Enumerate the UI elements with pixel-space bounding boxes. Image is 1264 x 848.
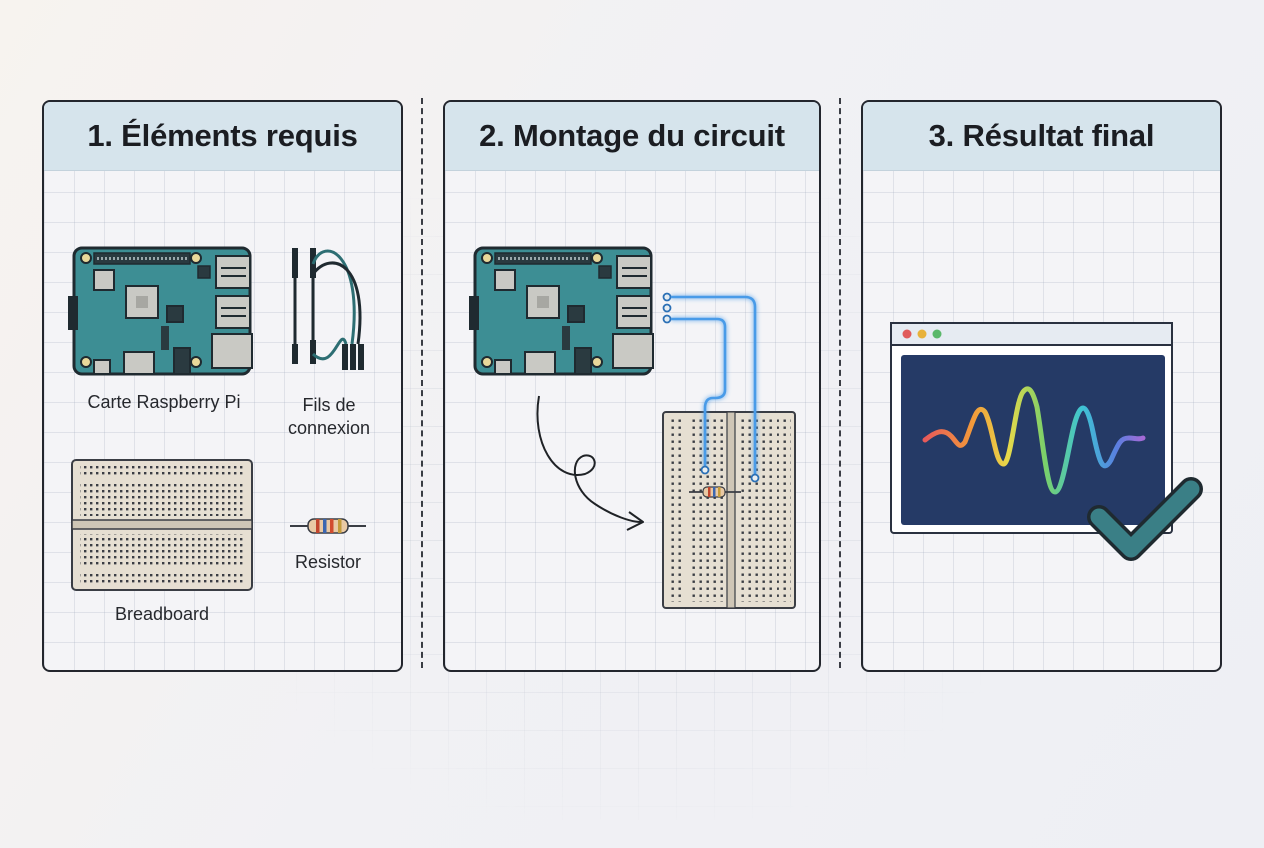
raspberry-pi-label: Carte Raspberry Pi <box>87 392 241 412</box>
jumper-wires-icon <box>292 248 364 370</box>
wires-label-line1: Fils de <box>302 395 356 415</box>
circuit-wiring-overlay <box>536 292 796 609</box>
checkmark-icon <box>1087 477 1203 561</box>
wires-label: Fils de connexion <box>274 394 384 440</box>
panel-title: 2. Montage du circuit <box>479 118 785 153</box>
result-window-icon <box>890 322 1203 561</box>
breadboard-vertical-icon <box>662 411 796 609</box>
panel-header: 2. Montage du circuit <box>445 102 819 171</box>
resistor-icon <box>290 518 366 534</box>
wires-label-line2: connexion <box>287 418 371 438</box>
panel-title: 3. Résultat final <box>928 118 1155 153</box>
raspberry-pi-board-icon <box>68 246 253 376</box>
curly-arrow-icon <box>536 395 644 531</box>
panel-circuit-assembly: 2. Montage du circuit <box>443 100 821 672</box>
window-maximize-dot <box>932 329 942 339</box>
panel-header: 3. Résultat final <box>863 102 1220 171</box>
dashed-divider-1 <box>421 98 423 668</box>
panel-final-result: 3. Résultat final <box>861 100 1222 672</box>
dashed-divider-2 <box>839 98 841 668</box>
breadboard-label: Breadboard <box>114 604 210 624</box>
signal-waveform <box>922 386 1146 495</box>
window-close-dot <box>902 329 912 339</box>
panel-title: 1. Éléments requis <box>87 118 358 153</box>
breadboard-icon <box>71 459 253 591</box>
connection-wires <box>671 295 757 476</box>
resistor-label: Resistor <box>294 552 361 572</box>
raspberry-pi-board-icon <box>469 246 654 376</box>
window-minimize-dot <box>917 329 927 339</box>
panel-header: 1. Éléments requis <box>44 102 401 171</box>
panel-required-elements: 1. Éléments requis Carte Raspberry Pi <box>42 100 403 672</box>
